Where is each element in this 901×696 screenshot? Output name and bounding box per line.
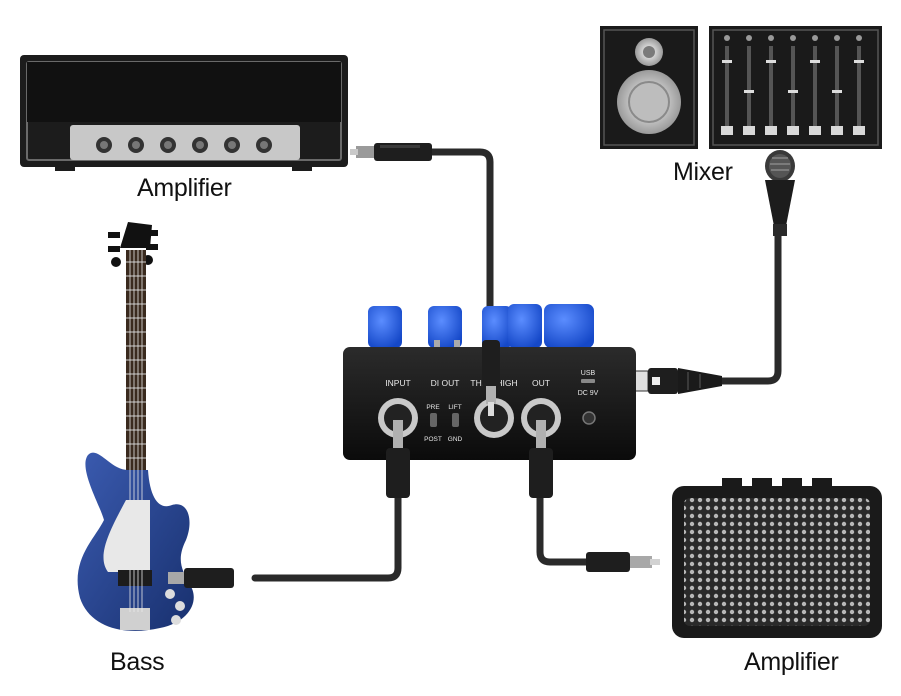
bass-label: Bass [110,648,165,676]
label-gnd: GND [448,436,463,443]
amp-knobs [96,137,272,153]
pedal-knobs [368,304,594,350]
cables [251,148,782,582]
usb-port [581,379,595,383]
plug-thru [482,340,500,416]
cable-bass-to-input [251,481,402,582]
mixer-channels [721,35,865,135]
cable-di-to-mic [716,228,782,385]
dc-jack [582,411,596,425]
ground-lift-switch [452,413,459,427]
xlr-plug-di-out [633,368,722,394]
plug-out [529,420,553,498]
label-di-out: DI OUT [431,378,460,388]
cable-out-to-amp-bottom [536,486,592,566]
label-out: OUT [532,378,550,388]
cable-amp-top-to-thru [426,148,494,359]
plug-input [386,420,410,498]
amplifier-combo [672,478,882,638]
plug-amp-bottom [586,552,660,572]
label-post: POST [424,436,442,443]
label-usb: USB [581,370,596,377]
studio-monitor [600,26,698,149]
label-pre: PRE [426,404,440,411]
pre-post-switch [430,413,437,427]
label-lift: LIFT [448,404,461,411]
amplifier-head [20,55,348,171]
label-dc: DC 9V [578,390,599,397]
mixer-console [709,26,882,149]
amplifier-label-bottom: Amplifier [744,648,839,676]
amplifier-label-top: Amplifier [137,174,232,202]
mixer-label: Mixer [673,158,733,186]
bass-guitar [77,222,194,631]
plug-amp-top [350,143,432,161]
xlr-cable-end-mic [765,150,795,236]
label-input: INPUT [385,378,411,388]
plug-bass [168,568,234,588]
